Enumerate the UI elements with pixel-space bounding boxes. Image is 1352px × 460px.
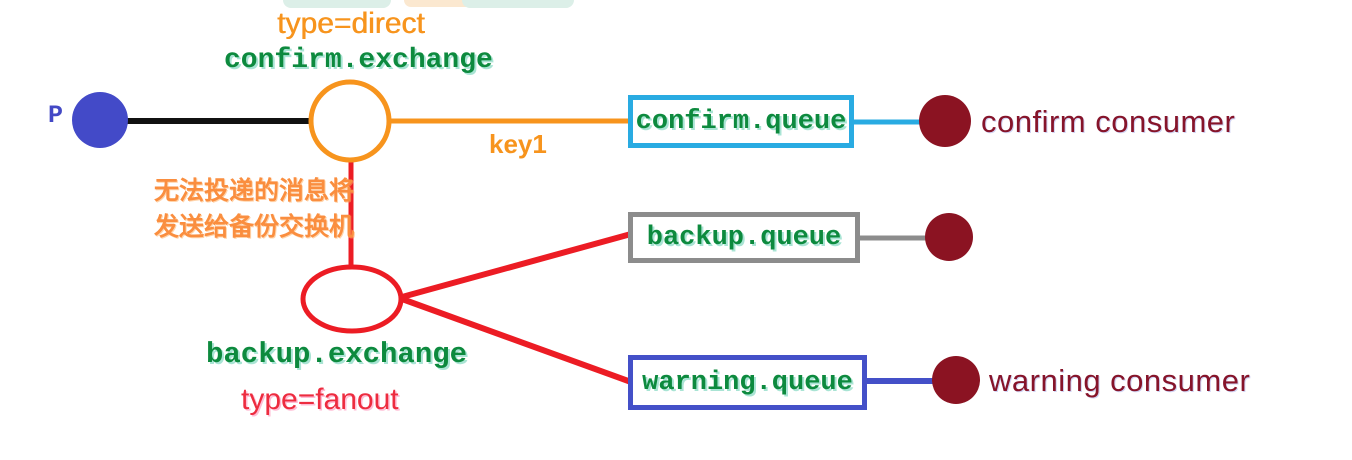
highlight-fragment-left (283, 0, 391, 8)
queue-name-confirm: confirm.queue (635, 106, 847, 137)
queue-name-backup: backup.queue (646, 222, 842, 253)
producer-label: P (48, 101, 64, 130)
confirm-consumer-label: confirm consumer (981, 104, 1236, 139)
backup-note-line-2: 发送给备份交换机 (154, 213, 355, 241)
queue-box-warning: warning.queue (628, 355, 867, 410)
highlight-fragment-right (462, 0, 574, 8)
confirm-exchange-label: confirm.exchange (224, 45, 493, 76)
queue-box-backup: backup.queue (628, 212, 860, 263)
connector-backup-exchange-to-backup-queue (401, 231, 632, 300)
producer-node (72, 92, 128, 148)
backup-consumer-node (925, 213, 973, 261)
backup-exchange-label: backup.exchange (206, 338, 468, 371)
confirm-exchange-type-label: type=direct (277, 7, 425, 40)
queue-name-warning: warning.queue (642, 367, 853, 398)
backup-exchange-type-label: type=fanout (241, 383, 399, 416)
confirm-exchange-node (308, 79, 392, 163)
routing-key-label: key1 (489, 129, 547, 159)
highlight-fragment-middle (404, 0, 486, 7)
warning-consumer-node (932, 356, 980, 404)
connector-backup-exchange-to-warning-queue (400, 296, 633, 385)
backup-note-line-1: 无法投递的消息将 (154, 177, 355, 205)
warning-consumer-label: warning consumer (989, 363, 1251, 398)
confirm-consumer-node (919, 95, 971, 147)
backup-exchange-node (300, 264, 404, 334)
queue-box-confirm: confirm.queue (628, 95, 854, 148)
